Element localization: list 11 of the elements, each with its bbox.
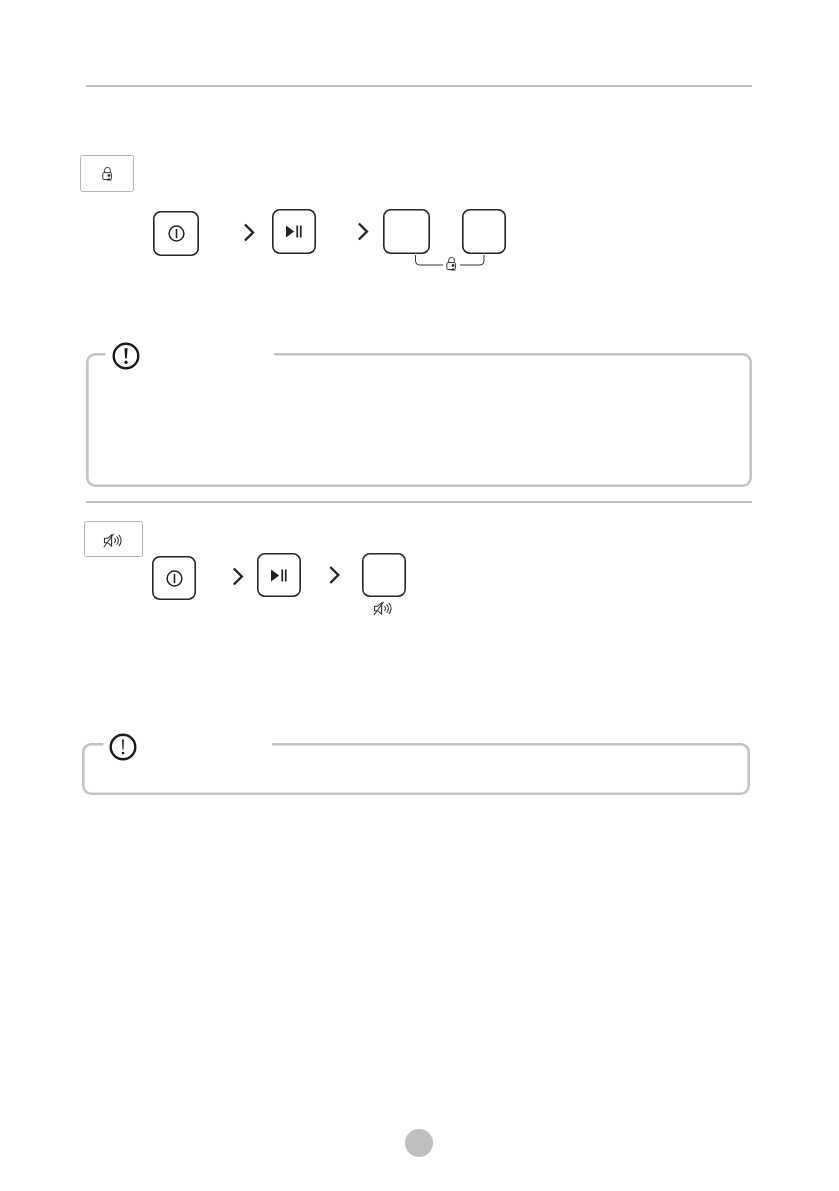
power-key [152, 556, 196, 600]
power-key [153, 211, 199, 256]
play-pause-key [272, 209, 316, 254]
symbol-tile [84, 521, 143, 557]
note-panel [86, 341, 752, 487]
blank-key [383, 209, 430, 254]
blank-key [362, 553, 406, 597]
symbol-tile [80, 155, 134, 192]
blank-key [462, 209, 506, 254]
play-pause-key [257, 553, 301, 597]
note-panel [82, 732, 750, 795]
